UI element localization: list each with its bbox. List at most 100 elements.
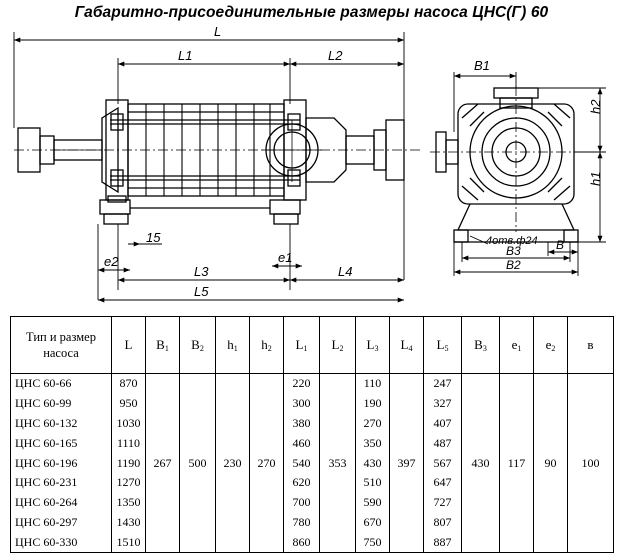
dimension-cell (461, 393, 500, 414)
dimension-cell: 430 (461, 453, 500, 473)
pump-type-cell: ЦНС 60-264 (10, 492, 112, 513)
dimension-cell (249, 373, 284, 394)
dim-label-15: 15 (146, 230, 161, 245)
header-main: e (511, 337, 518, 352)
dimension-cell: 807 (423, 512, 462, 533)
dimension-cell: 540 (283, 453, 320, 473)
dim-label-B2: B2 (506, 258, 521, 272)
dimension-cell: 487 (423, 433, 462, 454)
dimension-cell: 1510 (111, 532, 146, 554)
dim-label-L2: L2 (328, 48, 343, 63)
dimension-cell (461, 472, 500, 493)
dimension-cell: 870 (111, 373, 146, 394)
table-header-cell: L1 (283, 316, 320, 374)
dimension-cell (179, 492, 216, 513)
dimension-cell (533, 393, 568, 414)
dimension-cell (533, 492, 568, 513)
dimension-cell (215, 532, 250, 554)
dimension-cell (145, 393, 180, 414)
table-header-cell: e1 (499, 316, 534, 374)
table-header-cell: в (567, 316, 614, 374)
dimension-cell (389, 512, 424, 533)
dimension-cell (145, 472, 180, 493)
front-view-dimensions (453, 72, 606, 276)
dimension-cell: 1430 (111, 512, 146, 533)
dimension-cell: 780 (283, 512, 320, 533)
dimension-cell (215, 472, 250, 493)
dimension-cell: 190 (355, 393, 390, 414)
dimension-cell (499, 393, 534, 414)
dim-label-L: L (214, 24, 221, 39)
dimension-cell (179, 393, 216, 414)
pump-type-cell: ЦНС 60-297 (10, 512, 112, 533)
dimension-cell (499, 532, 534, 554)
dimension-cell (249, 532, 284, 554)
dimension-cell (179, 433, 216, 454)
header-sub: 2 (551, 344, 556, 353)
header-sub: 1 (303, 344, 308, 353)
dimension-cell (461, 413, 500, 434)
dimension-cell (249, 512, 284, 533)
dimension-cell: 510 (355, 472, 390, 493)
dimension-cell (179, 413, 216, 434)
dimension-cell (145, 413, 180, 434)
dimension-cell (145, 512, 180, 533)
dimension-cell (319, 512, 356, 533)
dimension-cell: 460 (283, 433, 320, 454)
table-header-cell: L3 (355, 316, 390, 374)
dimension-cell (249, 433, 284, 454)
header-sub: 2 (267, 344, 272, 353)
dim-label-L1: L1 (178, 48, 192, 63)
dim-label-L3: L3 (194, 264, 209, 279)
header-sub: 4 (408, 344, 413, 353)
dimension-cell (319, 472, 356, 493)
dimension-cell (389, 393, 424, 414)
dimension-cell (499, 472, 534, 493)
header-main: в (587, 337, 594, 352)
table-header-cell: Тип и размер насоса (10, 316, 112, 374)
dimension-cell: 1190 (111, 453, 146, 473)
dimension-cell (567, 492, 614, 513)
dimension-cell: 270 (355, 413, 390, 434)
table-header-cell: B2 (179, 316, 216, 374)
dimension-cell: 100 (567, 453, 614, 473)
dimension-cell (533, 512, 568, 533)
dimension-cell (145, 532, 180, 554)
header-main: e (545, 337, 552, 352)
header-sub: 3 (482, 344, 487, 353)
table-header-cell: L2 (319, 316, 356, 374)
front-view-dimension-labels: B1 h2 h1 4отв.ф24 B B3 B2 (474, 58, 603, 272)
dim-label-B3: B3 (506, 244, 521, 258)
dimension-cell (249, 413, 284, 434)
dimension-cell: 1350 (111, 492, 146, 513)
dimension-cell (389, 472, 424, 493)
header-sub: 5 (444, 344, 449, 353)
dimension-cell: 1030 (111, 413, 146, 434)
dimension-cell (249, 393, 284, 414)
side-view-dimensions (13, 32, 405, 303)
dimension-cell (461, 373, 500, 394)
dimension-cell (215, 492, 250, 513)
dimension-cell: 300 (283, 393, 320, 414)
pump-type-cell: ЦНС 60-330 (10, 532, 112, 554)
pump-type-cell: ЦНС 60-66 (10, 373, 112, 394)
dimension-cell (499, 433, 534, 454)
dimension-cell (179, 512, 216, 533)
dimension-cell: 727 (423, 492, 462, 513)
dim-label-h2: h2 (588, 99, 603, 114)
dimension-cell (215, 393, 250, 414)
dimension-cell (461, 492, 500, 513)
dim-label-L5: L5 (194, 284, 209, 299)
dim-label-e2: e2 (104, 254, 119, 269)
dimension-cell: 590 (355, 492, 390, 513)
header-main: L (400, 337, 409, 352)
dimension-cell: 1270 (111, 472, 146, 493)
dimension-cell: 430 (355, 453, 390, 473)
dimension-cell (215, 512, 250, 533)
table-header-cell: h1 (215, 316, 250, 374)
dimension-cell: 230 (215, 453, 250, 473)
